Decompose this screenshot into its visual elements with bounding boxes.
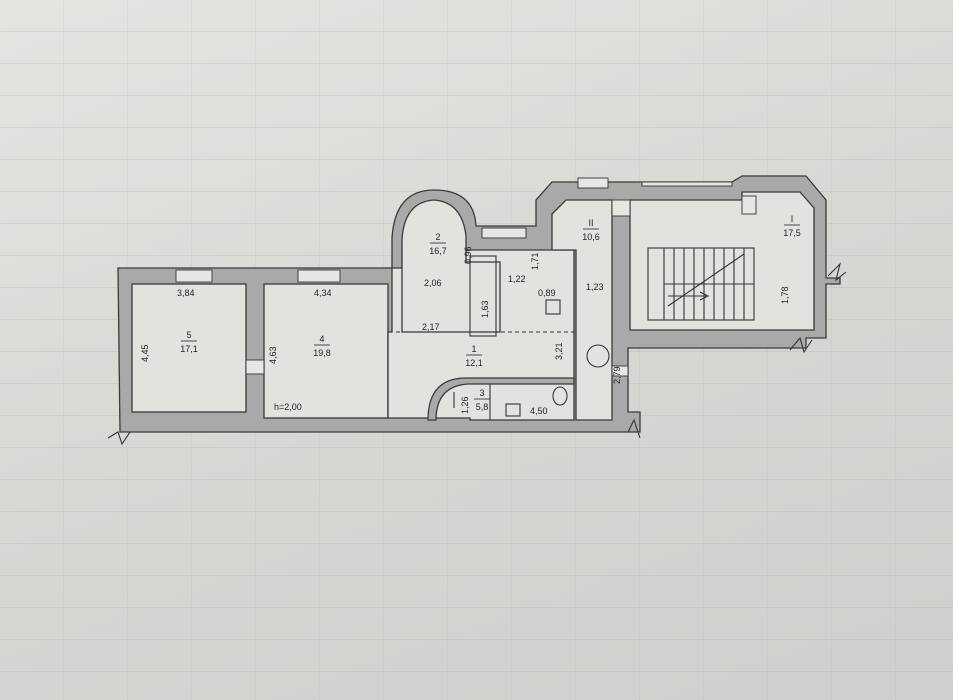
room-II bbox=[551, 199, 613, 421]
break-mark-bottom bbox=[789, 336, 813, 354]
break-mark-left bbox=[107, 431, 131, 446]
room-5 bbox=[131, 283, 247, 413]
svg-text:5: 5 bbox=[186, 330, 191, 340]
staircase bbox=[647, 247, 755, 321]
toilet-icon bbox=[552, 386, 568, 406]
dim-1-63: 1,63 bbox=[480, 300, 490, 318]
door-5-4 bbox=[245, 359, 265, 375]
door-II-I bbox=[611, 199, 631, 217]
svg-text:I: I bbox=[791, 214, 794, 224]
dim-4-34: 4,34 bbox=[314, 288, 332, 298]
dim-1-71: 1,71 bbox=[530, 252, 540, 270]
dim-2-06: 2,06 bbox=[424, 278, 442, 288]
label-room-5: 5 17,1 bbox=[180, 330, 198, 354]
dim-4-50: 4,50 bbox=[530, 406, 548, 416]
dim-1-22: 1,22 bbox=[508, 274, 526, 284]
svg-text:2: 2 bbox=[435, 232, 440, 242]
dim-4-45: 4,45 bbox=[140, 344, 150, 362]
svg-text:17,1: 17,1 bbox=[180, 344, 198, 354]
dim-0-96: 0,96 bbox=[463, 246, 473, 264]
window-room-5 bbox=[175, 269, 213, 283]
svg-text:1: 1 bbox=[471, 344, 476, 354]
window-landing bbox=[641, 181, 733, 187]
door-stair bbox=[611, 365, 629, 377]
svg-text:12,1: 12,1 bbox=[465, 358, 483, 368]
height-note: h=2,00 bbox=[274, 402, 302, 412]
dim-1-23: 1,23 bbox=[586, 282, 604, 292]
dim-1-78: 1,78 bbox=[780, 286, 790, 304]
label-room-2: 2 16,7 bbox=[429, 232, 447, 256]
dim-4-63: 4,63 bbox=[268, 346, 278, 364]
room-2 bbox=[401, 199, 501, 333]
dim-0-89: 0,89 bbox=[538, 288, 556, 298]
dim-2-17: 2,17 bbox=[422, 322, 440, 332]
label-room-II: II 10,6 bbox=[582, 218, 600, 242]
svg-text:5,8: 5,8 bbox=[476, 402, 489, 412]
riser-circle bbox=[586, 344, 610, 368]
label-room-4: 4 19,8 bbox=[313, 334, 331, 358]
label-room-I: I 17,5 bbox=[783, 214, 801, 238]
door-I-top bbox=[741, 195, 757, 215]
dim-1-26: 1,26 bbox=[460, 396, 470, 414]
svg-text:3: 3 bbox=[479, 388, 484, 398]
svg-text:19,8: 19,8 bbox=[313, 348, 331, 358]
sink-icon bbox=[505, 403, 521, 417]
label-room-1: 1 12,1 bbox=[465, 344, 483, 368]
svg-text:4: 4 bbox=[319, 334, 324, 344]
svg-text:17,5: 17,5 bbox=[783, 228, 801, 238]
label-room-3: 3 5,8 bbox=[474, 388, 490, 412]
window-room-2 bbox=[481, 227, 527, 239]
dim-2-79: 2,79 bbox=[612, 366, 622, 384]
svg-text:10,6: 10,6 bbox=[582, 232, 600, 242]
bath-wall bbox=[427, 377, 575, 421]
dim-3-21: 3,21 bbox=[554, 342, 564, 360]
svg-text:16,7: 16,7 bbox=[429, 246, 447, 256]
svg-text:II: II bbox=[588, 218, 593, 228]
column bbox=[469, 255, 497, 337]
break-mark-stair bbox=[627, 418, 641, 439]
window-room-4 bbox=[297, 269, 341, 283]
room-I bbox=[629, 191, 815, 331]
break-mark-right bbox=[827, 262, 847, 282]
dim-3-84: 3,84 bbox=[177, 288, 195, 298]
room-4 bbox=[263, 283, 389, 419]
window-room-II bbox=[577, 177, 609, 189]
stove-icon bbox=[545, 299, 561, 315]
